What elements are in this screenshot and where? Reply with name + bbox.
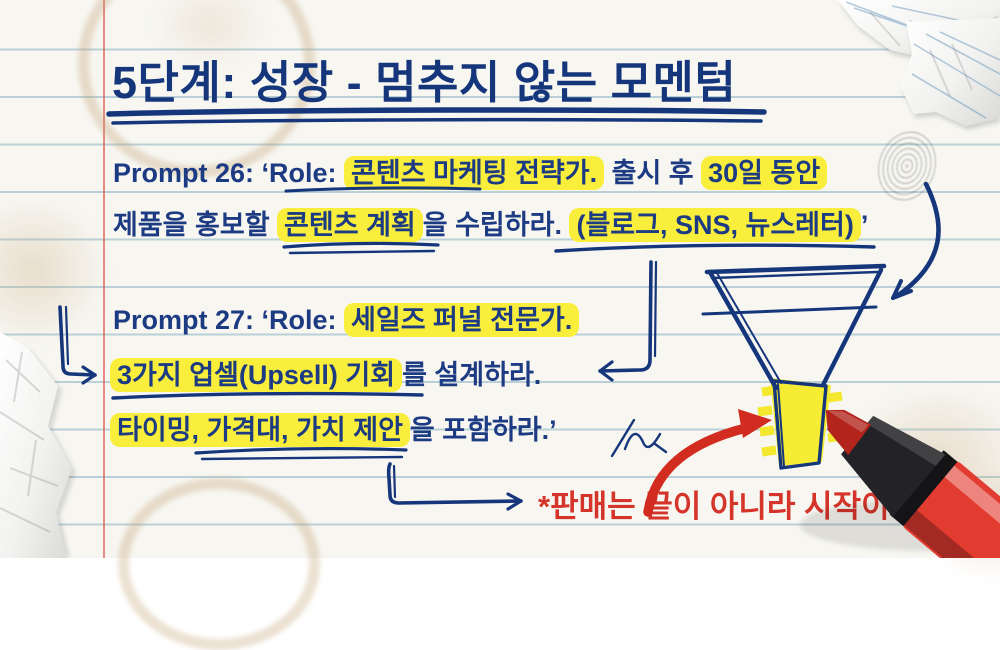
prompt26-line1-plain1: Prompt 26: ‘Role:	[113, 158, 345, 188]
prompt26-line2-plain2: 을 수립하라.	[422, 210, 570, 240]
coffee-stain-ring-top-left	[78, 0, 315, 177]
prompt27-line2-highlight1: 3가지 업셀(Upsell) 기회	[110, 358, 403, 392]
prompt27-line3-plain1: 을 포함하라.’	[409, 415, 557, 445]
prompt26-line2-highlight2: (블로그, SNS, 뉴스레터)	[569, 208, 861, 242]
page-title: 5단계: 성장 - 멈추지 않는 모멘텀	[112, 57, 737, 108]
prompt27-line1-plain1: Prompt 27: ‘Role:	[113, 305, 345, 335]
prompt26-line2-quote: ’	[860, 210, 869, 240]
prompt27-line1: Prompt 27: ‘Role: 세일즈 퍼널 전문가.	[113, 298, 580, 337]
prompt26-line1-highlight2: 30일 동안	[701, 156, 828, 190]
prompt26-line2-highlight1: 콘텐츠 계획	[277, 208, 423, 242]
prompt26-line2-plain1: 제품을 홍보할	[113, 210, 278, 240]
prompt26-line1-plain2: 출시 후	[604, 158, 702, 188]
callout-sales-quote: *판매는 끝이 아니라 시작이다.*	[538, 489, 939, 524]
prompt26-line1: Prompt 26: ‘Role: 콘텐츠 마케팅 전략가. 출시 후 30일 …	[113, 151, 828, 190]
coffee-stain-top	[150, 0, 270, 70]
coffee-stain-ring-bottom-left	[118, 478, 320, 650]
notebook-margin-line	[103, 0, 105, 558]
prompt27-line1-highlight1: 세일즈 퍼널 전문가.	[344, 303, 580, 337]
prompt27-line3-highlight1: 타이밍, 가격대, 가치 제안	[110, 413, 410, 447]
prompt26-line1-highlight1: 콘텐츠 마케팅 전략가.	[344, 156, 605, 190]
prompt27-line2-plain1: 를 설계하라.	[402, 360, 542, 390]
